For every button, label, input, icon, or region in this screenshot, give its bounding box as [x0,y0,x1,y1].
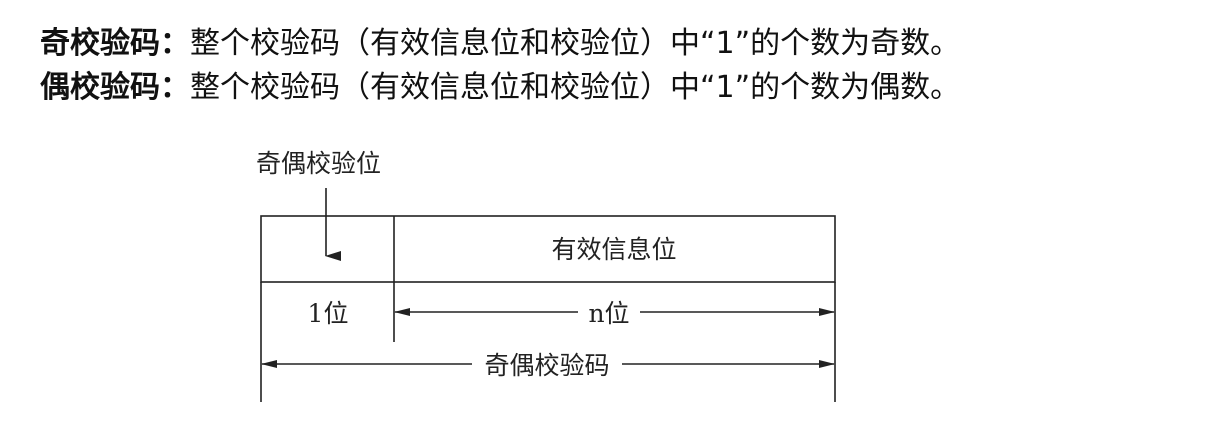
definition-term: 奇校验码： [40,26,190,61]
definition-text: 整个校验码（有效信息位和校验位）中“1”的个数为奇数。 [190,26,961,61]
total-label: 奇偶校验码 [484,351,609,380]
info-field-label: 有效信息位 [551,235,676,264]
definition-odd-parity: 奇校验码：整个校验码（有效信息位和校验位）中“1”的个数为奇数。 [40,26,960,62]
info-width-label: n位 [588,299,629,328]
definition-even-parity: 偶校验码：整个校验码（有效信息位和校验位）中“1”的个数为偶数。 [40,70,960,106]
register-box [260,215,836,283]
definition-text: 整个校验码（有效信息位和校验位）中“1”的个数为偶数。 [190,70,961,105]
parity-bit-label: 奇偶校验位 [256,149,381,178]
parity-width-label: 1位 [308,299,349,328]
definition-term: 偶校验码： [40,70,190,105]
